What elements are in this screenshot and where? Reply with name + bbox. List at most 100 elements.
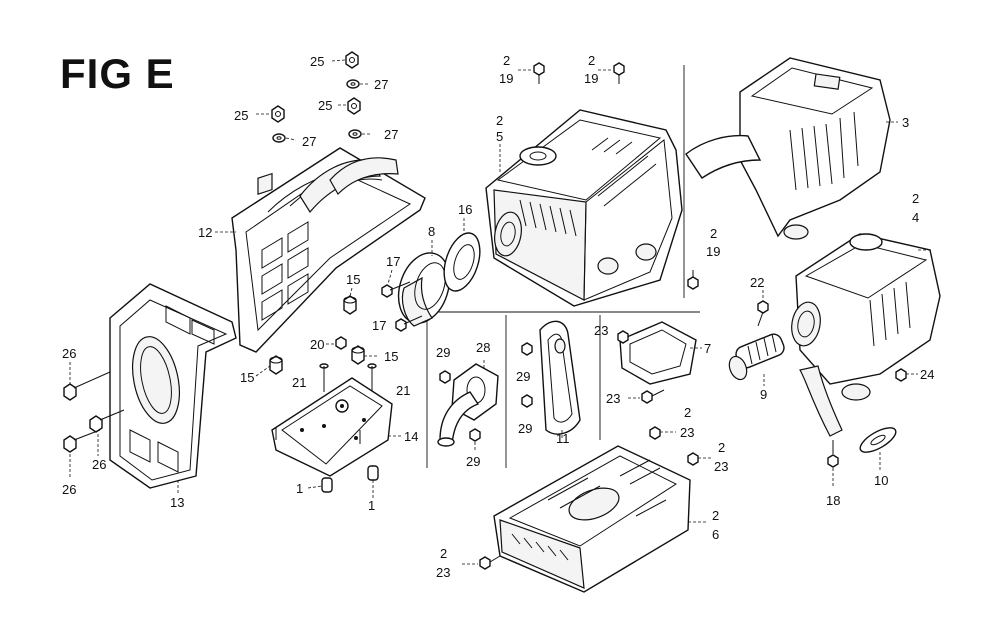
gasket-10 bbox=[859, 427, 897, 453]
callout-26b: 26 bbox=[92, 457, 106, 472]
callout-2h: 2 bbox=[712, 508, 719, 523]
washer-27-b bbox=[272, 133, 286, 143]
callout-10: 10 bbox=[874, 473, 888, 488]
screw-23-e bbox=[479, 555, 501, 570]
callout-2c: 2 bbox=[496, 113, 503, 128]
callout-27b: 27 bbox=[302, 134, 316, 149]
nut-15-b bbox=[351, 345, 365, 365]
callout-15b: 15 bbox=[384, 349, 398, 364]
part-14-mounting-plate bbox=[271, 377, 402, 477]
pin-1-b bbox=[367, 465, 379, 481]
part-8-cap bbox=[397, 240, 451, 327]
callout-21b: 21 bbox=[396, 383, 410, 398]
bolts-26 bbox=[63, 362, 125, 478]
callout-26c: 26 bbox=[62, 482, 76, 497]
callout-2i: 2 bbox=[440, 546, 447, 561]
part-9-spark-arrester bbox=[728, 290, 785, 386]
pin-1-a bbox=[321, 477, 333, 493]
nut-20 bbox=[335, 336, 347, 350]
figure-title: FIG E bbox=[60, 50, 175, 97]
part-28-exhaust-pipe bbox=[437, 360, 499, 452]
callout-2g: 2 bbox=[718, 440, 725, 455]
part-24-18-10 bbox=[827, 368, 918, 488]
callout-21a: 21 bbox=[292, 375, 306, 390]
nut-15-c bbox=[269, 355, 283, 375]
nut-25-c bbox=[347, 97, 361, 115]
callout-2f: 2 bbox=[684, 405, 691, 420]
pins-1 bbox=[307, 465, 379, 498]
part-16-gasket bbox=[443, 218, 481, 292]
callout-2d: 2 bbox=[710, 226, 717, 241]
callout-27a: 27 bbox=[374, 77, 388, 92]
callout-3: 3 bbox=[902, 115, 909, 130]
callout-23b: 23 bbox=[606, 391, 620, 406]
callout-29b: 29 bbox=[466, 454, 480, 469]
nut-25-a bbox=[345, 51, 359, 69]
callout-2e: 2 bbox=[912, 191, 919, 206]
callout-23e: 23 bbox=[436, 565, 450, 580]
callout-18: 18 bbox=[826, 493, 840, 508]
callout-24: 24 bbox=[920, 367, 934, 382]
callout-labels: 25 27 25 25 27 27 12 8 16 17 17 15 15 15… bbox=[62, 53, 934, 580]
bolt-26-a bbox=[63, 371, 111, 401]
screw-17-b bbox=[395, 315, 423, 332]
callout-27c: 27 bbox=[384, 127, 398, 142]
callout-14: 14 bbox=[404, 429, 418, 444]
screw-23-a bbox=[617, 330, 629, 344]
callout-9: 9 bbox=[760, 387, 767, 402]
bolt-26-b bbox=[89, 409, 125, 433]
callout-25b: 25 bbox=[234, 108, 248, 123]
callout-29a: 29 bbox=[436, 345, 450, 360]
screw-19-a bbox=[533, 62, 545, 84]
nut-24 bbox=[895, 368, 907, 382]
screw-17-a bbox=[381, 281, 411, 298]
callout-4: 4 bbox=[912, 210, 919, 225]
callout-23d: 23 bbox=[714, 459, 728, 474]
callout-29d: 29 bbox=[518, 421, 532, 436]
callout-19c: 19 bbox=[706, 244, 720, 259]
callout-19b: 19 bbox=[584, 71, 598, 86]
callout-19a: 19 bbox=[499, 71, 513, 86]
bolt-18 bbox=[827, 440, 839, 468]
callout-25c: 25 bbox=[318, 98, 332, 113]
screw-23-c bbox=[649, 426, 661, 440]
screw-19-c bbox=[687, 270, 699, 290]
callout-15a: 15 bbox=[346, 272, 360, 287]
callout-1b: 1 bbox=[368, 498, 375, 513]
nuts-15 bbox=[255, 287, 378, 377]
nut-group-top bbox=[256, 51, 372, 143]
part-6-base-cover bbox=[462, 426, 712, 593]
part-13-side-frame bbox=[109, 283, 237, 494]
callout-20: 20 bbox=[310, 337, 324, 352]
callout-6: 6 bbox=[712, 527, 719, 542]
callout-11: 11 bbox=[556, 431, 570, 446]
nut-25-b bbox=[271, 105, 285, 123]
callout-17b: 17 bbox=[372, 318, 386, 333]
callout-1a: 1 bbox=[296, 481, 303, 496]
callout-13: 13 bbox=[170, 495, 184, 510]
bolt-21-a bbox=[319, 363, 329, 392]
bolts-21 bbox=[319, 363, 377, 392]
washer-27-c bbox=[348, 129, 362, 139]
screw-19-b bbox=[613, 62, 625, 84]
callout-2a: 2 bbox=[503, 53, 510, 68]
callout-7: 7 bbox=[704, 341, 711, 356]
frame-lines bbox=[426, 65, 700, 468]
screw-23-d bbox=[687, 452, 699, 466]
callout-17a: 17 bbox=[386, 254, 400, 269]
screws-19 bbox=[518, 62, 699, 290]
part-12-manifold-plate bbox=[215, 147, 426, 353]
callout-5: 5 bbox=[496, 129, 503, 144]
callout-23a: 23 bbox=[594, 323, 608, 338]
screw-29-a bbox=[439, 370, 451, 384]
callout-8: 8 bbox=[428, 224, 435, 239]
callout-26a: 26 bbox=[62, 346, 76, 361]
part-7-bracket bbox=[617, 321, 702, 404]
part-11-guard bbox=[521, 320, 581, 440]
callout-12: 12 bbox=[198, 225, 212, 240]
part-5-muffler-cover bbox=[485, 109, 683, 307]
part-3-heat-shield bbox=[685, 57, 898, 240]
bolt-21-b bbox=[367, 363, 377, 392]
